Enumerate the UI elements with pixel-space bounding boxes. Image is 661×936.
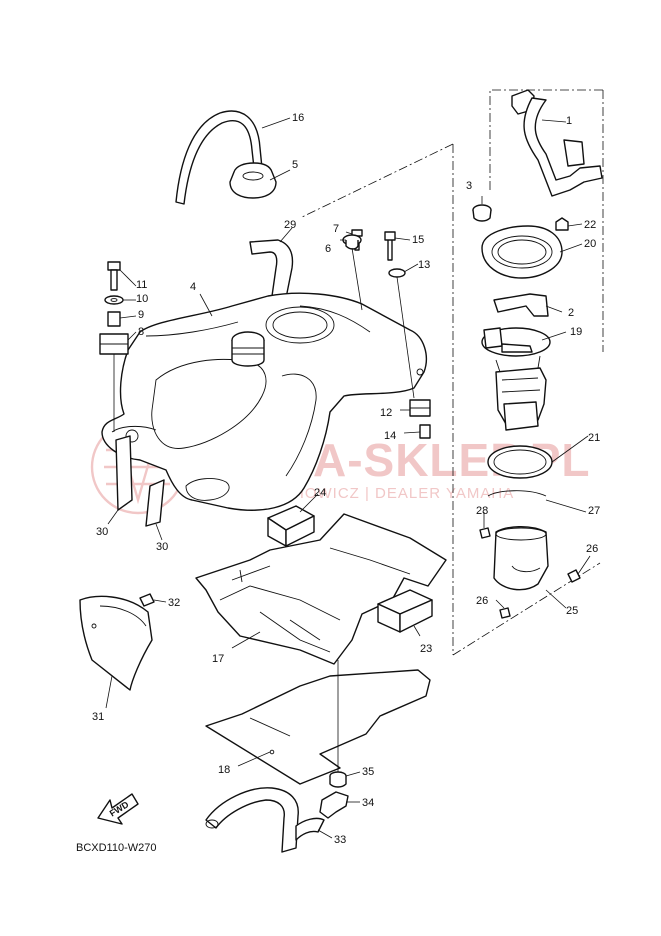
callout-35: 35	[362, 766, 374, 778]
pad-30-right	[145, 479, 165, 527]
callout-30-right: 30	[156, 541, 168, 553]
callout-13: 13	[418, 259, 430, 271]
callout-4: 4	[190, 281, 196, 293]
callout-16: 16	[292, 112, 304, 124]
fuel-hose-1	[511, 89, 603, 197]
callout-27: 27	[588, 505, 600, 517]
callout-26-bottom: 26	[476, 595, 488, 607]
collar-9	[107, 311, 121, 327]
screw-26-right	[567, 569, 581, 583]
grommet-35	[329, 660, 347, 788]
fuel-pump-19	[481, 327, 551, 431]
callout-6: 6	[325, 243, 331, 255]
callout-10: 10	[136, 293, 148, 305]
joint-34	[319, 791, 349, 819]
hose-29	[249, 239, 294, 299]
fuel-cap	[229, 162, 277, 199]
callout-23: 23	[420, 643, 432, 655]
washer-13	[388, 268, 415, 399]
callout-31: 31	[92, 711, 104, 723]
holder-25	[493, 526, 549, 591]
bolt-11	[107, 261, 121, 291]
leader-lines	[105, 117, 591, 839]
callout-32: 32	[168, 597, 180, 609]
connector-24	[267, 505, 315, 547]
screw-26-bottom	[499, 607, 511, 619]
callout-22: 22	[584, 219, 596, 231]
callout-18: 18	[218, 764, 230, 776]
pad-30-left	[115, 435, 133, 511]
grommet-3	[472, 204, 492, 222]
callout-9: 9	[138, 309, 144, 321]
breather-hose	[175, 110, 263, 205]
callout-labels: 1 2 3 4 5 6 7 8 9 10 11 12 13 14 15 16 1…	[92, 112, 600, 846]
side-cover-31	[79, 595, 153, 691]
callout-21: 21	[588, 432, 600, 444]
callout-2: 2	[568, 307, 574, 319]
collar-14	[419, 424, 431, 439]
callout-17: 17	[212, 653, 224, 665]
callout-20: 20	[584, 238, 596, 250]
callout-24: 24	[314, 487, 326, 499]
callout-15: 15	[412, 234, 424, 246]
callout-33: 33	[334, 834, 346, 846]
callout-8: 8	[138, 326, 144, 338]
washer-10	[104, 295, 124, 305]
o-ring-21	[487, 445, 553, 479]
connector-23	[377, 589, 433, 633]
ring-plate-20	[481, 225, 563, 279]
bracket-2	[493, 293, 549, 317]
callout-11: 11	[136, 279, 147, 291]
damper-12	[409, 399, 431, 417]
callout-26-right: 26	[586, 543, 598, 555]
bracket-17	[195, 513, 447, 665]
band-27	[487, 490, 547, 497]
nut-22	[555, 217, 569, 231]
callout-14: 14	[384, 430, 396, 442]
hose-33	[205, 787, 325, 853]
bolt-32	[139, 593, 155, 607]
screw-28	[479, 527, 491, 539]
forward-arrow-icon: FWD	[97, 793, 139, 825]
callout-5: 5	[292, 159, 298, 171]
fuel-tank	[101, 292, 428, 511]
callout-1: 1	[566, 115, 572, 127]
bolt-15	[384, 231, 396, 261]
diagram-code: BCXD110-W270	[76, 842, 157, 854]
callout-25: 25	[566, 605, 578, 617]
callout-28: 28	[476, 505, 488, 517]
plate-18	[205, 669, 431, 785]
callout-30-left: 30	[96, 526, 108, 538]
damper-8	[99, 333, 129, 432]
callout-29: 29	[284, 219, 296, 231]
callout-3: 3	[466, 180, 472, 192]
callout-7: 7	[333, 223, 339, 235]
callout-12: 12	[380, 407, 392, 419]
callout-34: 34	[362, 797, 374, 809]
callout-19: 19	[570, 326, 582, 338]
